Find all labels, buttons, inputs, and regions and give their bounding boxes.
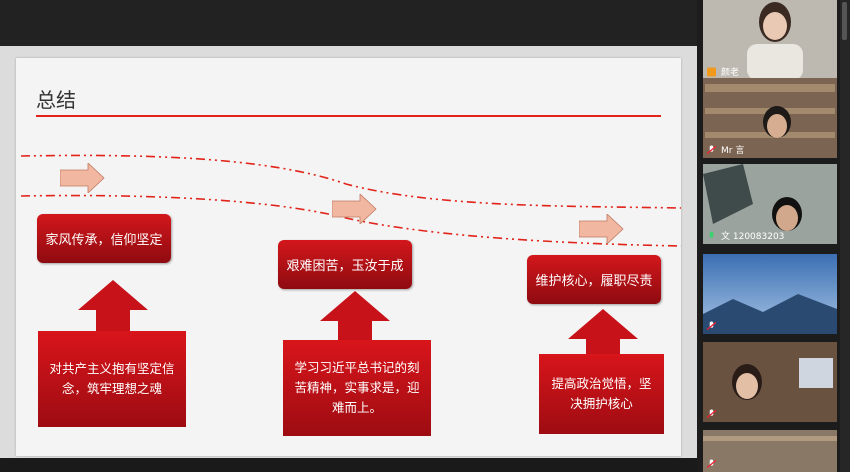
- participant-tile[interactable]: [703, 342, 837, 422]
- heading-box-2: 艰难困苦，玉汝于成: [278, 240, 412, 289]
- participant-tile[interactable]: [703, 430, 837, 472]
- arrow-right-icon: [579, 214, 624, 244]
- participant-tile[interactable]: Mr 言: [703, 78, 837, 158]
- mic-muted-icon: [707, 409, 716, 419]
- up-arrow-icon: [568, 309, 638, 361]
- participant-video: [703, 254, 837, 334]
- participant-tile[interactable]: 文 120083203: [703, 164, 837, 244]
- detail-box-2: 学习习近平总书记的刻苦精神，实事求是，迎难而上。: [283, 340, 431, 436]
- flow-lines: [20, 154, 681, 247]
- lower-flow-line: [20, 194, 681, 247]
- arrow-right-icon: [60, 163, 105, 193]
- mic-active-icon: [709, 231, 714, 238]
- detail-box-1: 对共产主义抱有坚定信念，筑牢理想之魂: [38, 331, 186, 427]
- mic-muted-icon: [707, 459, 716, 469]
- title-underline: [36, 115, 661, 117]
- participant-label: 颜老: [721, 68, 740, 78]
- participant-video: [703, 0, 837, 80]
- slide-title: 总结: [36, 88, 76, 112]
- participant-video: [703, 78, 837, 158]
- heading-box-3: 维护核心，履职尽责: [527, 255, 661, 304]
- user-avatar-icon: [707, 67, 716, 77]
- participant-label: 文 120083203: [721, 232, 785, 242]
- mic-muted-icon: [707, 321, 716, 331]
- participant-video: [703, 164, 837, 244]
- upper-flow-line: [20, 154, 681, 209]
- participant-video: [703, 430, 837, 472]
- up-arrow-icon: [320, 291, 390, 343]
- detail-box-3: 提高政治觉悟，坚决拥护核心: [539, 354, 664, 434]
- bottom-toolbar: [0, 458, 697, 472]
- participant-panel: 颜老 Mr 言 文 120083203: [697, 0, 850, 472]
- participant-video: [703, 342, 837, 422]
- heading-box-1: 家风传承，信仰坚定: [37, 214, 171, 263]
- participant-tile[interactable]: [703, 254, 837, 334]
- top-toolbar: [0, 0, 697, 46]
- participant-label: Mr 言: [721, 146, 745, 156]
- mic-muted-icon: [707, 145, 716, 155]
- participant-tile[interactable]: 颜老: [703, 0, 837, 80]
- presentation-slide: 总结 家风传承，信仰坚定 对共产主义抱有坚定信念，筑牢理想之魂 艰难困苦，玉汝于…: [16, 58, 681, 456]
- panel-scroll-thumb[interactable]: [842, 2, 847, 40]
- arrow-right-icon: [332, 194, 377, 224]
- up-arrow-icon: [78, 280, 148, 332]
- panel-scrollbar[interactable]: [840, 0, 850, 472]
